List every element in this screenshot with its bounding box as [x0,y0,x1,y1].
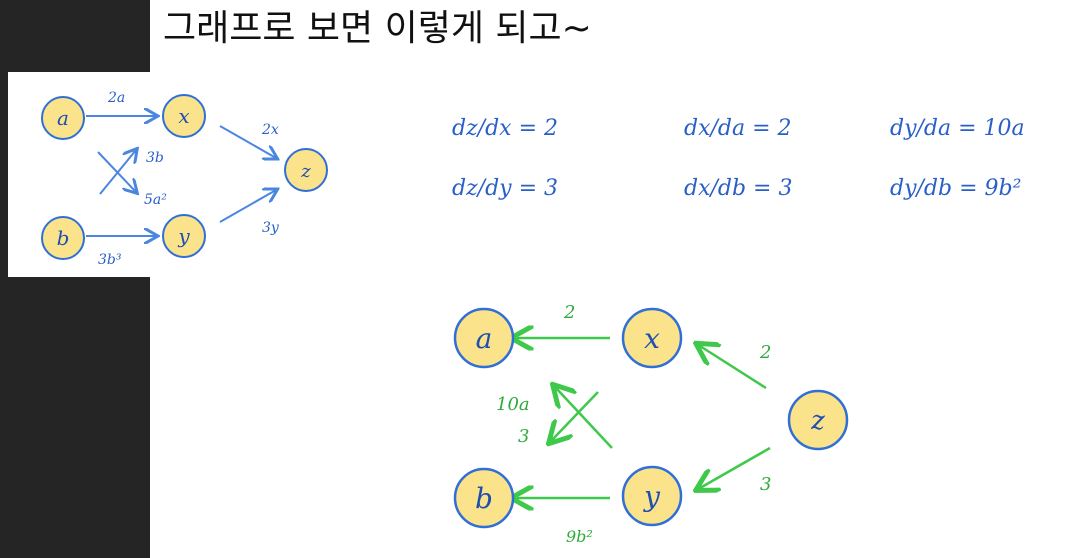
node-x: x [162,94,206,138]
label-b-x: 3b [146,150,164,166]
node-b-label: b [57,226,70,250]
label-x-b: 3 [518,426,529,447]
label-x-z: 2x [261,122,279,138]
label-b-y: 3b³ [98,252,122,268]
equation-dz-dx: dz/dx = 2 [452,116,558,141]
label-z-y: 3 [760,474,771,495]
edge-x-b [552,391,599,440]
label-y-b: 9b² [566,527,593,546]
label-y-z: 3y [262,220,280,236]
edge-y-a [556,388,613,449]
node-x: x [621,307,683,369]
backward-graph: a x b y z 2 2 10a 3 3 9b² [453,302,849,546]
edge-z-y [700,446,771,488]
node-b: b [453,467,515,529]
label-a-x: 2a [107,90,125,106]
node-x-label: x [178,104,189,128]
label-x-a: 2 [563,302,575,323]
node-z-label: z [810,406,825,436]
backward-graph-panel: a x b y z 2 2 10a 3 3 9b² [420,292,880,558]
node-y-label: y [177,224,190,248]
node-a-label: a [57,106,69,130]
label-a-y: 5a² [144,192,167,208]
forward-graph-panel: a x b y z 2a 3b 5a² 3b³ 2x 3y [8,72,346,277]
equation-dy-da: dy/da = 10a [890,116,1025,141]
edge-z-x [700,346,767,390]
equation-dx-da: dx/da = 2 [684,116,792,141]
node-y: y [621,465,683,527]
edge-x-z [219,125,276,158]
equation-dz-dy: dz/dy = 3 [452,176,559,201]
node-z-label: z [300,161,311,182]
node-z: z [787,389,849,451]
node-z: z [284,148,328,192]
equation-dx-db: dx/db = 3 [684,176,793,201]
node-a: a [41,96,85,140]
page-title: 그래프로 보면 이렇게 되고~ [163,8,592,49]
node-y: y [162,214,206,258]
node-a: a [453,307,515,369]
node-b: b [41,216,85,260]
label-z-x: 2 [759,342,771,363]
forward-graph: a x b y z 2a 3b 5a² 3b³ 2x 3y [41,90,328,268]
label-y-a: 10a [496,394,530,415]
node-x-label: x [644,322,660,355]
equation-dy-db: dy/db = 9b² [890,176,1022,201]
node-b-label: b [475,482,493,515]
node-y-label: y [642,480,661,513]
node-a-label: a [476,322,493,355]
edge-a-y [97,151,136,192]
edge-y-z [219,190,276,223]
